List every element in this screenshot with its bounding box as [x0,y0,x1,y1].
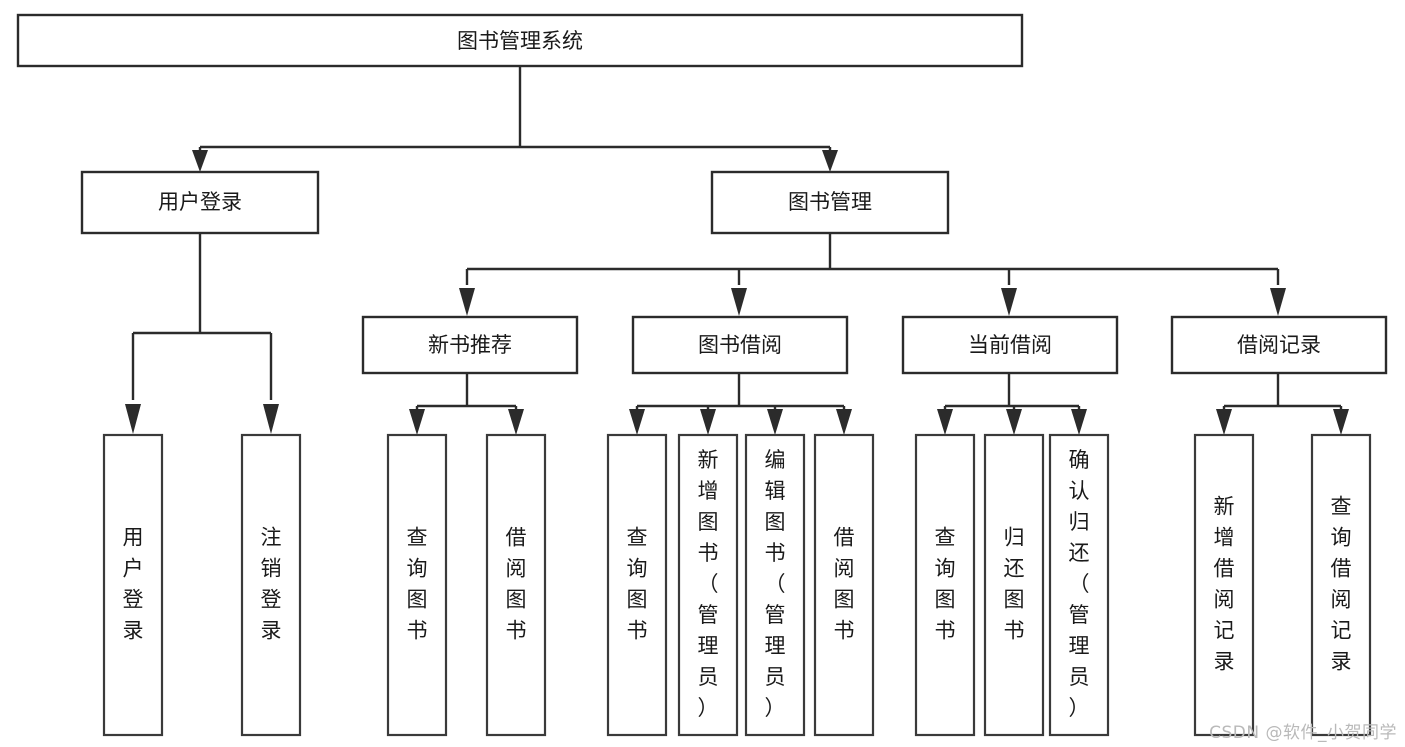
arrow-head-user-login [192,150,208,172]
node-user-login[interactable]: 用户登录 [80,170,320,235]
arrow-head-leaf-borrow-book-1 [508,409,524,435]
node-current-borrow-label: 当前借阅 [968,333,1052,357]
arrow-head-book-borrow [731,288,747,316]
node-borrow-record[interactable]: 借阅记录 [1170,315,1388,375]
node-leaf-query-book-3-label: 查询图书 [935,526,956,643]
node-user-login-label: 用户登录 [158,190,242,214]
node-leaf-add-borrow-record[interactable]: 新增借阅记录 [1193,433,1255,737]
arrow-head-borrow-record [1270,288,1286,316]
connector-newbookrec-to-leaves [415,373,518,412]
node-leaf-query-book-2-label: 查询图书 [627,526,648,643]
arrow-head-leaf-return-book [1006,409,1022,435]
node-current-borrow[interactable]: 当前借阅 [901,315,1119,375]
arrow-head-leaf-query-borrow-record [1333,409,1349,435]
connector-bookborrow-to-leaves [635,373,846,412]
node-leaf-borrow-book-1[interactable]: 借阅图书 [485,433,547,737]
node-leaf-borrow-book-1-label: 借阅图书 [506,526,527,643]
arrow-head-leaf-query-book-2 [629,409,645,435]
node-leaf-user-login-label: 用户登录 [123,526,144,643]
node-leaf-user-login[interactable]: 用户登录 [102,433,164,737]
arrow-head-leaf-edit-book-admin [767,409,783,435]
node-leaf-query-book-1[interactable]: 查询图书 [386,433,448,737]
node-root[interactable]: 图书管理系统 [16,13,1024,68]
csdn-watermark: CSDN @软件_小贺同学 [1209,723,1397,743]
arrow-head-book-manage [822,150,838,172]
node-leaf-query-borrow-record[interactable]: 查询借阅记录 [1310,433,1372,737]
connector-userlogin-to-leaves [131,233,273,400]
node-leaf-query-book-2[interactable]: 查询图书 [606,433,668,737]
node-leaf-query-book-1-label: 查询图书 [407,526,428,643]
node-leaf-confirm-return-admin[interactable]: 确认归还（管理员） [1048,433,1110,737]
connector-root-to-level2 [198,66,832,160]
node-leaf-return-book[interactable]: 归还图书 [983,433,1045,737]
node-leaf-logout-label: 注销登录 [261,526,282,643]
node-leaf-edit-book-admin[interactable]: 编辑图书（管理员） [744,433,806,737]
node-leaf-edit-book-admin-label: 编辑图书（管理员） [765,448,786,720]
connector-layer [125,66,1349,435]
arrow-head-leaf-user-login [125,404,141,434]
node-leaf-borrow-book-2[interactable]: 借阅图书 [813,433,875,737]
node-new-book-recommend[interactable]: 新书推荐 [361,315,579,375]
node-leaf-add-book-admin-label: 新增图书（管理员） [698,448,719,720]
node-leaf-add-book-admin[interactable]: 新增图书（管理员） [677,433,739,737]
node-book-borrow[interactable]: 图书借阅 [631,315,849,375]
node-new-book-recommend-label: 新书推荐 [428,333,512,357]
connector-currentborrow-to-leaves [943,373,1081,412]
node-borrow-record-label: 借阅记录 [1237,333,1321,357]
node-leaf-logout[interactable]: 注销登录 [240,433,302,737]
node-book-manage[interactable]: 图书管理 [710,170,950,235]
arrow-head-leaf-confirm-return [1071,409,1087,435]
arrow-head-current-borrow [1001,288,1017,316]
node-leaf-confirm-return-admin-label: 确认归还（管理员） [1069,448,1090,720]
node-leaf-return-book-label: 归还图书 [1004,526,1025,643]
arrow-head-new-book-rec [459,288,475,316]
connector-borrowrecord-to-leaves [1222,373,1343,412]
node-leaf-query-book-3[interactable]: 查询图书 [914,433,976,737]
node-book-borrow-label: 图书借阅 [698,333,782,357]
node-leaf-query-borrow-record-label: 查询借阅记录 [1331,495,1352,674]
arrow-head-leaf-query-book-1 [409,409,425,435]
node-root-label: 图书管理系统 [457,29,583,53]
arrow-head-leaf-query-book-3 [937,409,953,435]
connector-bookmanage-to-level3 [465,233,1280,285]
arrow-head-leaf-add-book-admin [700,409,716,435]
arrow-head-leaf-add-borrow-record [1216,409,1232,435]
node-leaf-add-borrow-record-label: 新增借阅记录 [1214,495,1235,674]
arrow-head-leaf-borrow-book-2 [836,409,852,435]
arrow-head-leaf-logout [263,404,279,434]
node-leaf-borrow-book-2-label: 借阅图书 [834,526,855,643]
node-book-manage-label: 图书管理 [788,190,872,214]
